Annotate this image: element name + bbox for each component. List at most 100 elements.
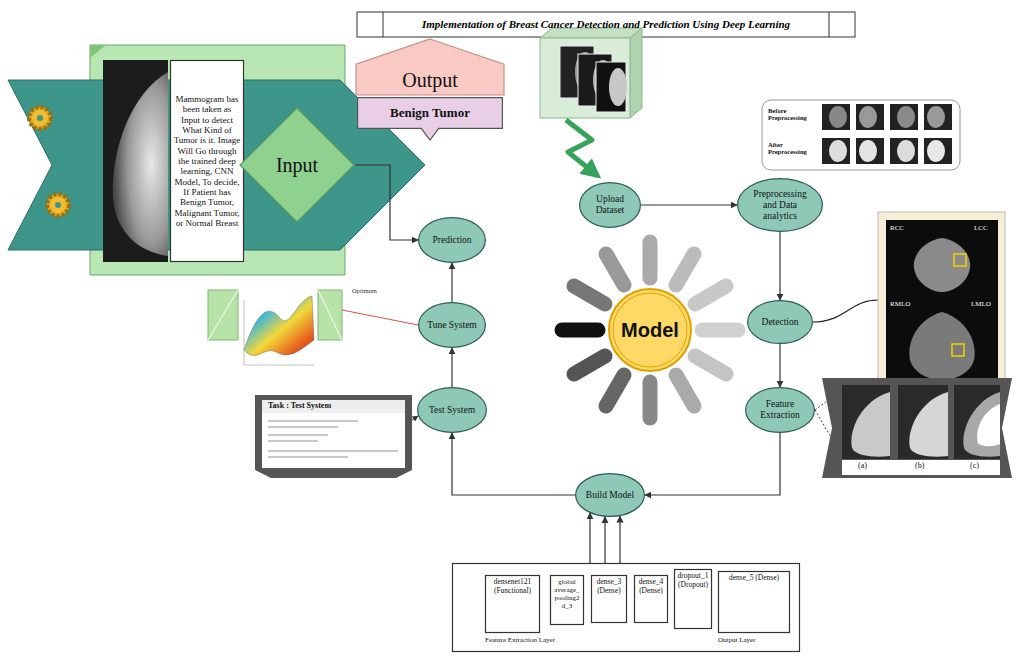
text-holder: Prediction — [427, 235, 477, 246]
annotation-label: LCC — [974, 224, 988, 232]
node-text: dropout_1 (Dropout) — [677, 572, 709, 589]
feature-images-part — [909, 392, 948, 457]
node-text: dense_4 (Dense) — [637, 578, 665, 595]
title-table — [357, 12, 855, 37]
layer-box-outline — [675, 570, 712, 629]
process-circle-outline — [748, 301, 813, 344]
annotation-label: RMLO — [890, 300, 910, 308]
four-view-mammogram — [813, 212, 1005, 392]
flow-connector — [452, 433, 575, 495]
input-diamond-outline — [240, 108, 354, 222]
test-screen-part — [412, 416, 418, 420]
dataset-stack-part — [566, 120, 598, 176]
input-band-part — [90, 45, 106, 58]
text-holder: densenet121 (Functional) — [488, 578, 537, 595]
four-view-mammogram-part — [952, 344, 964, 356]
annotation-label: (a) — [858, 461, 867, 470]
preprocessing-panel-part — [856, 104, 884, 130]
annotation-label: LMLO — [971, 300, 991, 308]
flow-connector — [604, 517, 605, 563]
node-text: global average_pooling2d_3 — [553, 578, 581, 610]
layer-box: dropout_1 (Dropout) — [674, 569, 712, 629]
gear-icon — [29, 107, 51, 129]
four-view-mammogram-part — [813, 300, 878, 322]
output-pentagon-outline — [356, 39, 504, 95]
four-view-mammogram-part — [954, 254, 966, 266]
process-circle: Build Model — [575, 473, 645, 517]
preprocessing-panel-part — [890, 138, 918, 164]
preprocessing-panel-part — [822, 104, 850, 130]
layer-box: dense_3 (Dense) — [591, 575, 627, 623]
text-holder: dense_3 (Dense) — [594, 578, 624, 595]
feature-images-part — [842, 460, 1000, 475]
model-rays-part — [606, 254, 624, 285]
label-holder: LMLO — [971, 300, 991, 308]
optimisation-plot-part — [208, 290, 238, 340]
gear-icon-part — [37, 115, 43, 121]
mammogram-image — [103, 60, 168, 262]
annotation-label: Task : Test System — [268, 401, 331, 410]
process-circle: Feature Extraction — [745, 387, 815, 433]
label-holder: (b) — [915, 461, 924, 470]
layer-box-outline — [719, 572, 790, 633]
node-text: Output — [366, 68, 494, 91]
description-box: Mammogram has been taken as Input to det… — [170, 60, 244, 262]
preprocessing-panel-part — [927, 106, 945, 128]
feature-images — [815, 378, 1012, 478]
text-holder: Detection — [756, 317, 805, 328]
process-circle-outline — [738, 179, 823, 232]
test-screen-part — [262, 400, 405, 468]
gear-icon-part — [50, 197, 66, 213]
dataset-stack-part — [540, 38, 630, 118]
test-screen-part — [268, 426, 338, 428]
preprocessing-panel-part — [897, 106, 915, 128]
label-holder: RCC — [890, 224, 904, 232]
annotation-label: RCC — [890, 224, 904, 232]
test-screen-part — [268, 420, 358, 422]
node-text: dense_3 (Dense) — [594, 578, 624, 595]
annotation-label: After Preprocessing — [768, 141, 820, 156]
model-hub-outline — [613, 293, 687, 367]
four-view-mammogram-part — [878, 212, 1005, 392]
layer-box-outline — [635, 576, 668, 623]
layer-box: densenet121 (Functional) — [485, 575, 540, 633]
label-holder: After Preprocessing — [768, 141, 820, 156]
optimisation-plot-part — [244, 296, 314, 355]
model-rays-part — [606, 375, 624, 406]
dataset-stack-part — [596, 62, 626, 112]
flow-connector — [451, 348, 452, 387]
preprocessing-panel-part — [762, 100, 960, 170]
node-text: Model — [617, 319, 683, 342]
preprocessing-panel-part — [829, 140, 847, 162]
text-holder: Benign Tumor — [360, 106, 500, 121]
model-rays-part — [643, 382, 658, 418]
process-circle-outline — [576, 474, 645, 517]
process-circle: Tune System — [418, 302, 486, 348]
layer-box-outline — [551, 576, 584, 625]
test-screen-part — [262, 400, 405, 413]
four-view-mammogram-part — [914, 238, 942, 292]
model-rays-part — [676, 375, 694, 406]
model-rays-part — [702, 323, 738, 338]
text-holder: Build Model — [584, 490, 636, 501]
four-view-mammogram-part — [909, 312, 942, 380]
label-holder: (a) — [858, 461, 867, 470]
process-circle-outline — [419, 303, 486, 348]
layer-box: global average_pooling2d_3 — [550, 575, 584, 625]
mammogram-image-part — [113, 72, 168, 256]
model-rays-part — [574, 356, 605, 374]
preprocessing-panel-part — [822, 138, 850, 164]
text-holder: dropout_1 (Dropout) — [677, 572, 709, 589]
result-callout-outline — [358, 98, 503, 140]
text-holder: Input — [265, 154, 330, 177]
node-text: Tune System — [427, 320, 477, 331]
node-text: Preprocessing and Data analytics — [748, 189, 812, 222]
node-text: Detection — [756, 317, 805, 328]
flow-connector — [589, 513, 590, 563]
model-hub-outline — [609, 289, 691, 371]
node-text: Upload Dataset — [587, 194, 633, 216]
text-holder: Model — [617, 319, 683, 342]
four-view-mammogram-part — [942, 238, 970, 292]
